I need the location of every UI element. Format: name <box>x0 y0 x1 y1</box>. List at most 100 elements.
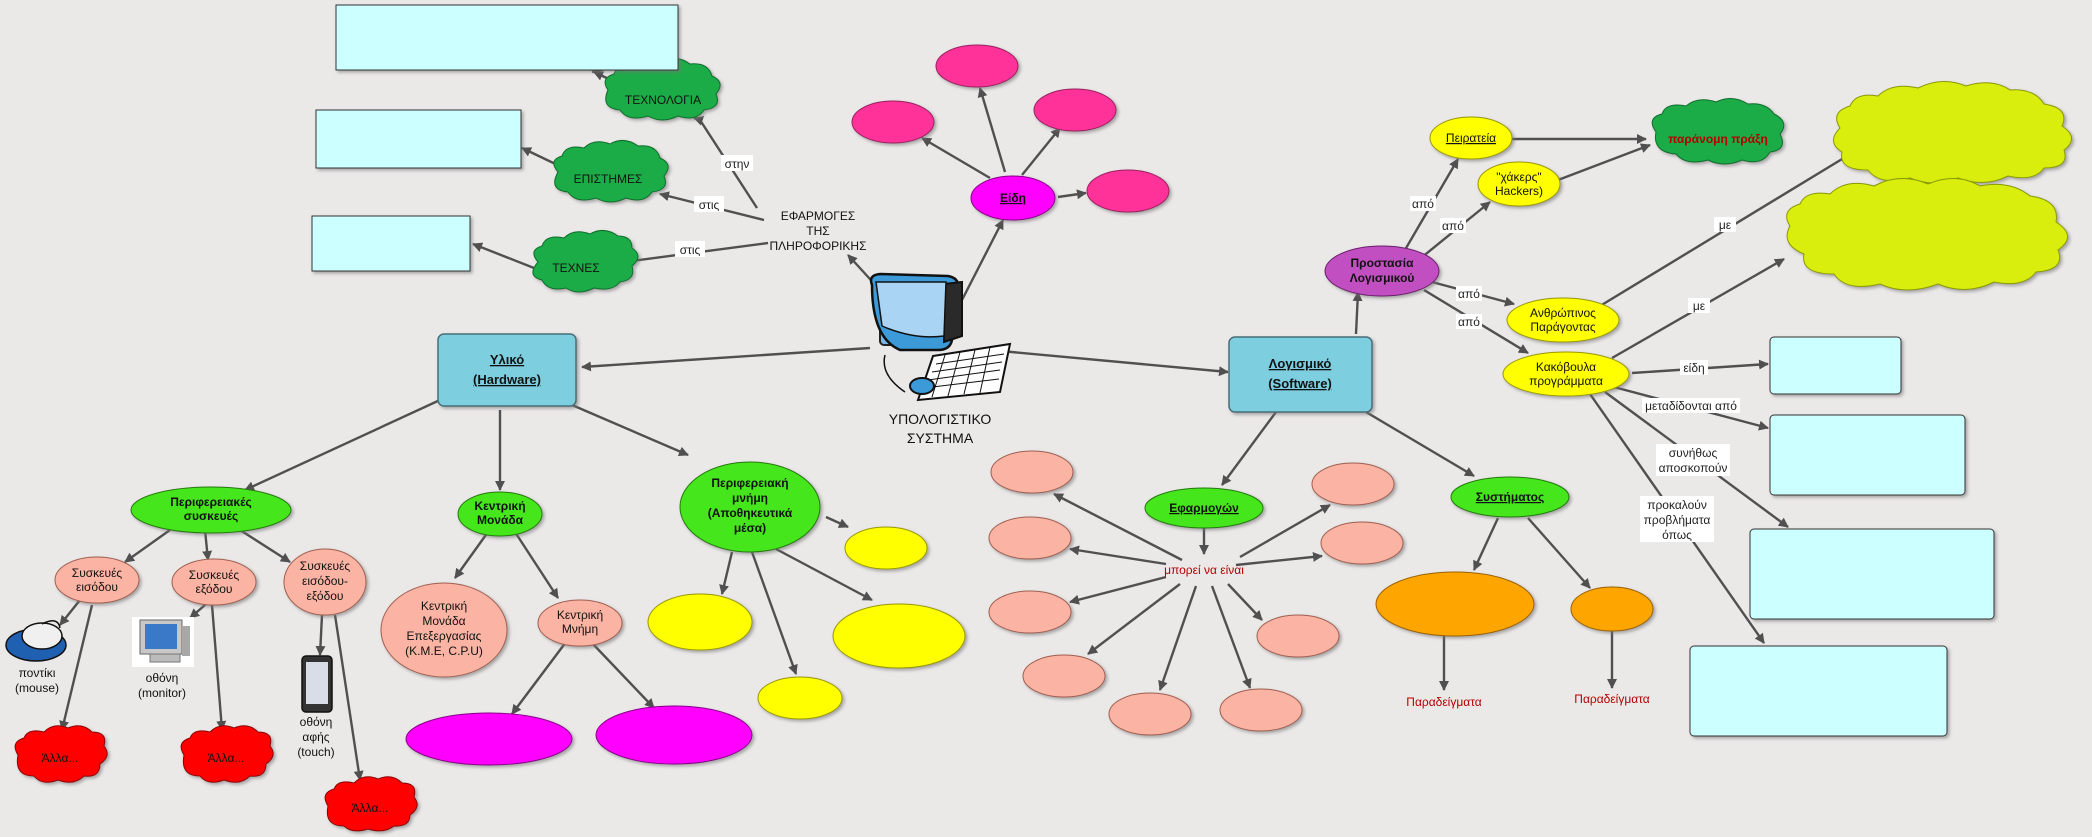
types-pink-3[interactable] <box>851 100 935 144</box>
apps-salmon-1[interactable] <box>990 450 1074 494</box>
other-io-label: Άλλα... <box>352 801 389 815</box>
system-orange-2[interactable] <box>1570 586 1654 632</box>
storage-yellow-4[interactable] <box>757 676 843 720</box>
software-box[interactable] <box>1228 336 1373 413</box>
types-pink-4[interactable] <box>1086 169 1170 213</box>
link-from-2: από <box>1442 219 1464 233</box>
link-types: είδη <box>1683 361 1704 375</box>
apps-sw-node[interactable] <box>1144 487 1264 529</box>
peripherals-node[interactable] <box>130 486 292 534</box>
types-node[interactable] <box>970 175 1056 221</box>
protection-node[interactable] <box>1324 245 1440 297</box>
storage-label-2: μνήμη <box>732 491 768 505</box>
connectors <box>59 66 1853 781</box>
storage-node[interactable] <box>679 461 821 553</box>
types-pink-2[interactable] <box>1033 88 1117 132</box>
apps-salmon-2[interactable] <box>988 516 1072 560</box>
other-input-node[interactable]: Άλλα... <box>14 725 108 783</box>
protection-label-2: Λογισμικού <box>1350 271 1415 285</box>
malware-types-box[interactable] <box>1769 336 1902 395</box>
malware-spread-box[interactable] <box>1769 414 1966 496</box>
software-node[interactable]: Λογισμικό (Software) <box>1228 336 1373 413</box>
human-factor-lime-cloud[interactable] <box>1833 81 2072 184</box>
other-output-label: Άλλα... <box>208 751 245 765</box>
storage-yellow-1[interactable] <box>844 526 928 570</box>
peripherals-label-1: Περιφερειακές <box>170 495 252 509</box>
touch-label-3: (touch) <box>297 745 334 759</box>
malware-problems-box[interactable] <box>1689 645 1948 737</box>
software-label-2: (Software) <box>1268 376 1332 391</box>
other-output-node[interactable]: Άλλα... <box>180 725 274 783</box>
human-factor-node[interactable] <box>1506 297 1620 343</box>
link-label-in-tech: στην <box>725 157 750 171</box>
system-sw-node[interactable] <box>1450 476 1570 518</box>
illegal-act-label: παράνομη πράξη <box>1668 132 1768 146</box>
storage-label-4: μέσα) <box>734 521 766 535</box>
apps-salmon-8[interactable] <box>1320 521 1404 565</box>
cpu-label-1: Κεντρική <box>421 599 467 613</box>
center-label-1: ΥΠΟΛΟΓΙΣΤΙΚΟ <box>889 411 992 427</box>
cpu-node[interactable] <box>380 582 508 678</box>
computer-icon <box>869 272 1012 402</box>
link-label-in-science: στις <box>699 198 720 212</box>
io-devices-label-3: εξόδου <box>307 589 344 603</box>
link-spread: μεταδίδονται από <box>1645 399 1737 413</box>
software-label-1: Λογισμικό <box>1269 356 1332 371</box>
malware-lime-cloud[interactable] <box>1786 178 2068 291</box>
output-devices-node[interactable] <box>171 558 257 606</box>
central-unit-node[interactable] <box>457 491 543 537</box>
monitor-label-1: οθόνη <box>146 671 179 685</box>
memory-node[interactable] <box>537 599 623 647</box>
types-pink-1[interactable] <box>935 44 1019 88</box>
cpu-label-4: (Κ.Μ.Ε, C.P.U) <box>405 644 483 658</box>
apps-salmon-4[interactable] <box>1022 654 1106 698</box>
link-labels-malware: με με είδη μεταδίδονται από συνήθως αποσ… <box>1640 217 1740 542</box>
piracy-label: Πειρατεία <box>1446 131 1496 145</box>
storage-label-3: (Αποθηκευτικά <box>708 506 793 520</box>
system-examples-2: Παραδείγματα <box>1574 692 1649 706</box>
apps-salmon-9[interactable] <box>1311 462 1395 506</box>
link-label-in-arts: στις <box>680 243 701 257</box>
mouse-label-1: ποντίκι <box>19 666 56 680</box>
science-node[interactable]: ΕΠΙΣΤΗΜΕΣ <box>553 140 669 203</box>
monitor-label-2: (monitor) <box>138 686 186 700</box>
science-empty-box[interactable] <box>315 109 522 169</box>
output-devices-label-2: εξόδου <box>196 582 233 596</box>
touch-screen-icon <box>301 655 333 713</box>
monitor-icon <box>132 617 194 667</box>
hardware-node[interactable]: Υλικό (Hardware) <box>437 333 577 407</box>
io-devices-node[interactable] <box>283 548 367 616</box>
other-input-label: Άλλα... <box>42 751 79 765</box>
apps-salmon-3[interactable] <box>988 590 1072 634</box>
apps-salmon-6[interactable] <box>1219 688 1303 732</box>
technology-empty-box[interactable] <box>335 4 679 71</box>
system-orange-1[interactable] <box>1375 571 1535 637</box>
malware-goals-box[interactable] <box>1749 528 1995 620</box>
apps-salmon-5[interactable] <box>1108 692 1192 736</box>
hackers-label-1: "χάκερς" <box>1496 170 1541 184</box>
malware-node[interactable] <box>1502 351 1630 397</box>
applications-label-3: ΠΛΗΡΟΦΟΡΙΚΗΣ <box>769 239 866 253</box>
link-from-3: από <box>1458 287 1480 301</box>
link-usual-1: συνήθως <box>1669 446 1718 460</box>
link-cause-3: όπως <box>1662 528 1692 542</box>
arts-empty-box[interactable] <box>311 215 471 272</box>
applications-label-1: ΕΦΑΡΜΟΓΕΣ <box>781 209 856 223</box>
hackers-node[interactable] <box>1477 161 1561 207</box>
illegal-act-node[interactable]: παράνομη πράξη <box>1651 98 1785 165</box>
piracy-node[interactable] <box>1429 116 1513 160</box>
memory-magenta-1[interactable] <box>405 712 573 766</box>
io-devices-label-2: εισόδου- <box>302 574 348 588</box>
storage-yellow-3[interactable] <box>832 603 966 669</box>
other-io-node[interactable]: Άλλα... <box>324 776 418 832</box>
arts-node[interactable]: ΤΕΧΝΕΣ <box>532 230 639 293</box>
apps-salmon-7[interactable] <box>1256 614 1340 658</box>
mouse-icon <box>5 620 67 662</box>
link-with-1: με <box>1719 218 1732 232</box>
technology-node[interactable]: ΤΕΧΝΟΛΟΓΙΑ <box>604 58 721 121</box>
memory-magenta-2[interactable] <box>595 705 753 765</box>
hardware-box[interactable] <box>437 333 577 407</box>
storage-yellow-2[interactable] <box>647 593 753 651</box>
input-devices-node[interactable] <box>54 556 140 604</box>
link-labels-applications: στην στις στις <box>675 155 753 257</box>
